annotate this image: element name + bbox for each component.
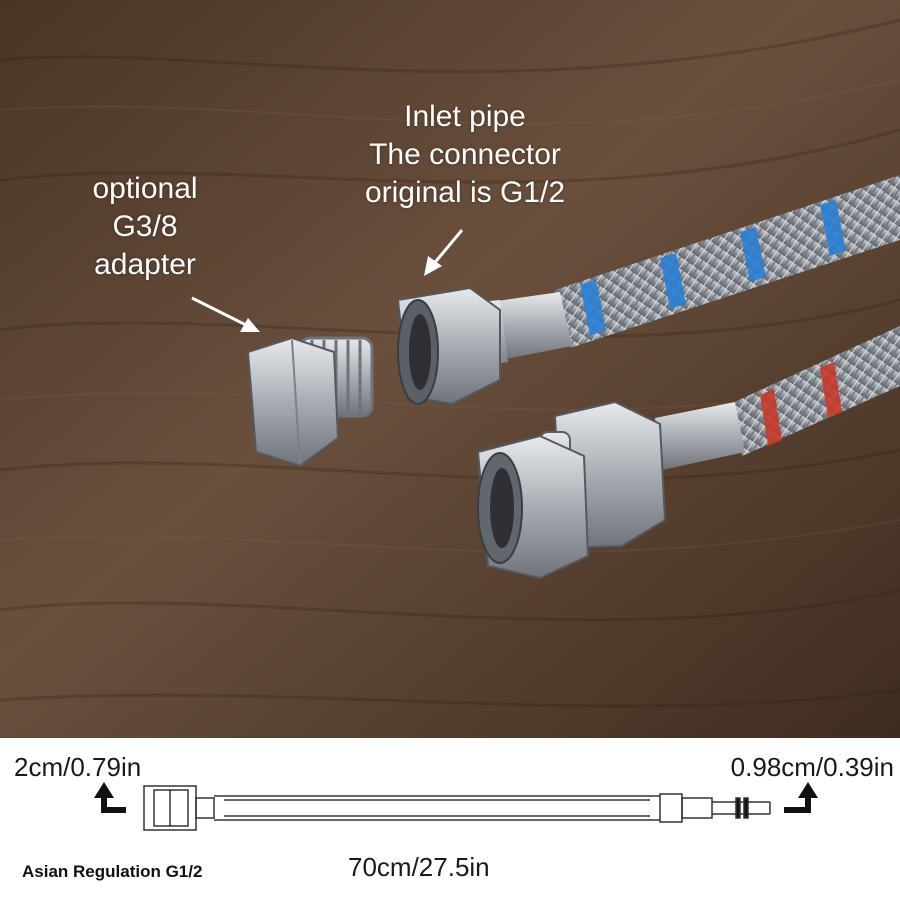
lower-connector-assembly: [476, 400, 667, 580]
annotation-arrows: [191, 229, 464, 332]
connector-label-line-1: Inlet pipe: [404, 100, 526, 133]
diagram-right-fitting: [659, 793, 771, 823]
left-dimension: 2cm/0.79in: [14, 752, 142, 782]
hose-photo-illustration: [0, 0, 900, 738]
connector-label-line-3: original is G1/2: [364, 176, 566, 209]
regulation-standard: Asian Regulation G1/2: [22, 862, 203, 881]
dimension-diagram: 2cm/0.79in 0.98cm/0.39in 70cm/27.5in Asi…: [0, 738, 900, 900]
right-arrow-icon: [784, 782, 818, 813]
upper-connector-nut: [396, 286, 501, 406]
optional-adapter: [246, 336, 374, 468]
adapter-label-line-3: adapter: [94, 248, 196, 281]
adapter-label-line-1: optional: [92, 172, 198, 205]
product-photo: [0, 0, 900, 738]
hose-line-drawing: [94, 782, 818, 831]
diagram-left-nut: [143, 785, 215, 831]
lower-hose-red: [655, 326, 900, 470]
adapter-label-line-2: G3/8: [112, 210, 178, 243]
hose-length: 70cm/27.5in: [348, 852, 490, 882]
left-arrow-icon: [94, 782, 126, 813]
connector-label: Inlet pipe The connector original is G1/…: [340, 98, 590, 212]
adapter-label: optional G3/8 adapter: [70, 170, 220, 284]
right-dimension: 0.98cm/0.39in: [730, 752, 894, 782]
diagram-hose-body: [214, 795, 660, 821]
connector-label-line-2: The connector: [369, 138, 561, 171]
